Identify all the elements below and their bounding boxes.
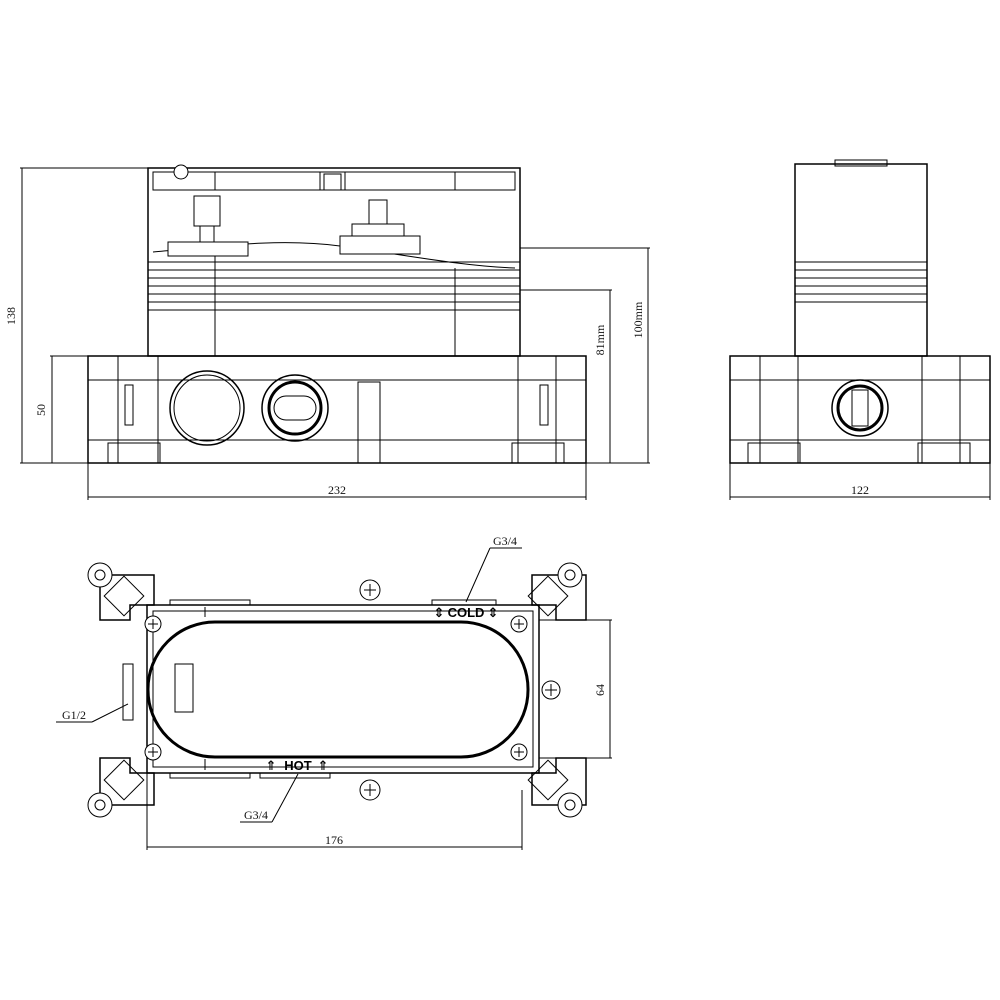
- cold-label: COLD: [448, 605, 485, 620]
- hot-label: HOT: [284, 758, 312, 773]
- outlet-port-circle: [261, 374, 329, 442]
- dim-top-width: 176: [325, 833, 343, 847]
- mounting-bracket-bottom-right: [527, 757, 587, 818]
- dim-top-depth: 64: [593, 684, 607, 696]
- thread-label-top: G3/4: [493, 534, 517, 548]
- oval-opening: [146, 620, 530, 759]
- front-dimension-lines: [20, 167, 650, 500]
- dim-height-100: 100mm: [631, 301, 645, 338]
- dim-base-height: 50: [34, 404, 48, 416]
- mounting-bracket-top-right: [527, 562, 587, 621]
- top-view: COLD HOT ⇕ ⇕ ⇑ ⇑ G3/4 G3/4 G1/2 176 64: [56, 534, 612, 850]
- cold-arrow-left-icon: ⇕: [434, 605, 445, 620]
- side-port-circle: [831, 379, 889, 437]
- thread-label-side: G1/2: [62, 708, 86, 722]
- hot-arrow-left-icon: ⇑: [266, 758, 277, 773]
- front-cover: [147, 164, 521, 357]
- thread-label-bottom: G3/4: [244, 808, 268, 822]
- dim-total-height: 138: [4, 307, 18, 325]
- dim-side-width: 122: [851, 483, 869, 497]
- mounting-bracket-top-left: [87, 562, 155, 621]
- screws: [144, 579, 561, 801]
- front-view: 138 50 81mm 100mm 232: [4, 164, 650, 500]
- cold-arrow-right-icon: ⇕: [488, 605, 499, 620]
- dim-height-81: 81mm: [593, 324, 607, 355]
- front-base: [87, 355, 587, 464]
- hot-arrow-right-icon: ⇑: [318, 758, 329, 773]
- inlet-port-circle: [169, 370, 245, 446]
- dim-width-232: 232: [328, 483, 346, 497]
- mounting-bracket-bottom-left: [87, 757, 155, 818]
- side-view: 122: [729, 159, 991, 500]
